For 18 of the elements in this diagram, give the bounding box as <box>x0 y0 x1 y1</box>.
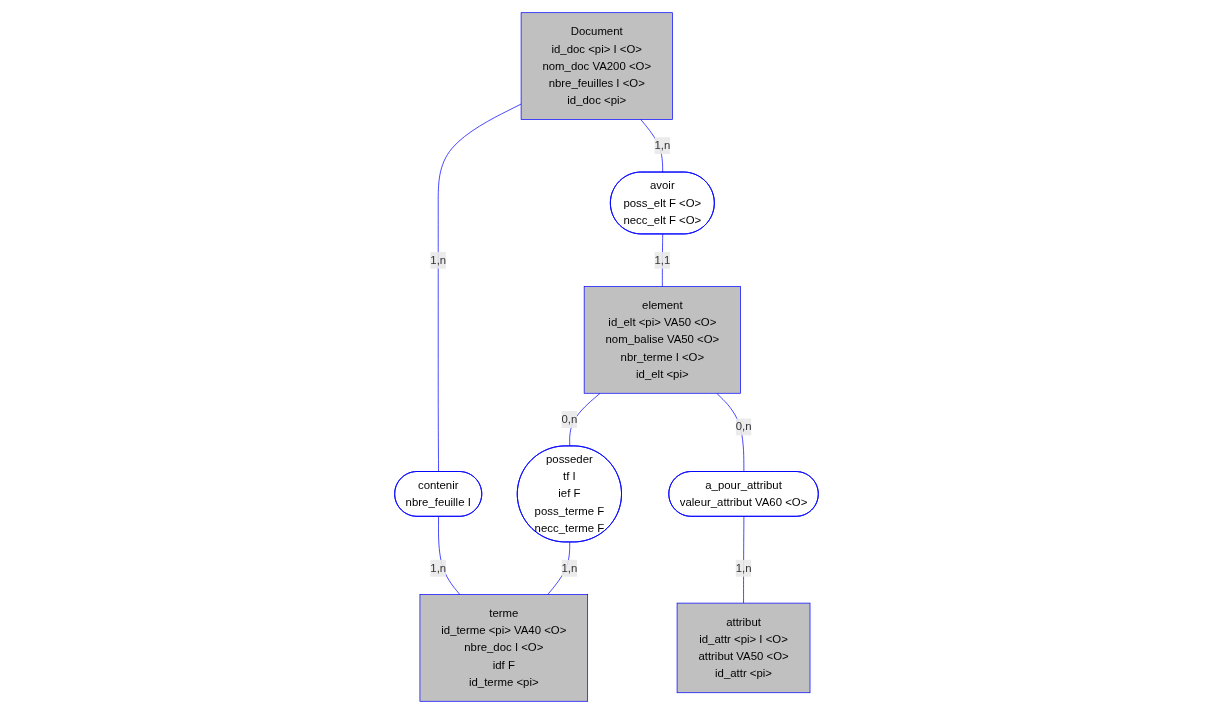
edge-label: 1,n <box>561 561 578 574</box>
connector <box>716 392 745 472</box>
connector <box>569 392 601 447</box>
connector <box>438 515 461 595</box>
edge-label: 1,n <box>430 253 447 266</box>
edge-label: 1,1 <box>654 253 671 266</box>
node-box: element id_elt <pi> VA50 <O> nom_balise VA50 <O> nbr_terme I <O> id_elt <pi> <box>583 285 741 394</box>
edge-label: 1,n <box>430 561 447 574</box>
edge-label: 0,n <box>735 420 752 433</box>
node-box: Document id_doc <pi> I <O> nom_doc VA200 <O> nbre_feuilles I <O> id_doc <pi> <box>520 11 673 120</box>
node-box: terme id_terme <pi> VA40 <O> nbre_doc I <O> idf F id_terme <pi> <box>419 593 589 702</box>
node-box: attribut id_attr <pi> I <O> attribut VA50 <O> id_attr <pi> <box>676 602 811 693</box>
connector <box>743 515 745 603</box>
connector <box>437 103 522 472</box>
edge-label: 0,n <box>561 412 578 425</box>
edge-label: 1,n <box>735 561 752 574</box>
edge-label: 1,n <box>654 138 671 151</box>
connector <box>547 541 571 595</box>
